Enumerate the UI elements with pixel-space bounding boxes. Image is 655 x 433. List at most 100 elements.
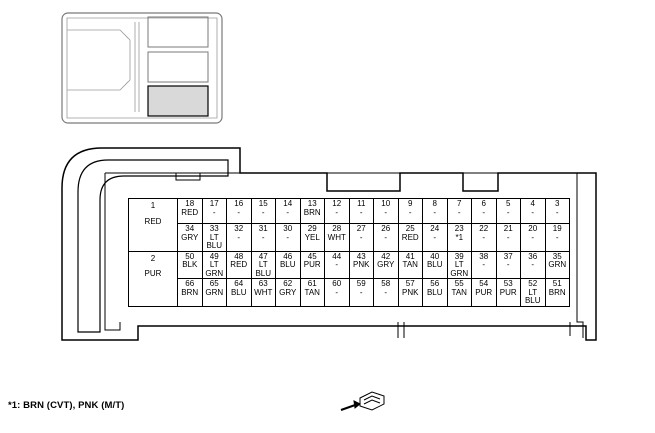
pin-number: 8 <box>432 199 437 208</box>
pin-cell: 14- <box>275 198 301 224</box>
pin-number: 41 <box>405 251 415 261</box>
wire-color: PNK <box>353 260 370 269</box>
pin-number: 31 <box>258 224 268 233</box>
location-overview <box>61 12 223 124</box>
wire-color: RED <box>144 216 162 226</box>
wire-color: - <box>433 232 437 242</box>
pin-number: 61 <box>307 279 317 288</box>
wire-color: - <box>335 260 339 269</box>
pin-cell: 31- <box>250 223 276 252</box>
pin-number: 32 <box>234 224 244 233</box>
pin-number: 49 <box>209 251 219 261</box>
wire-color: LT <box>258 260 268 269</box>
wire-color: - <box>506 232 510 242</box>
wire-color: - <box>457 207 461 217</box>
wire-color: - <box>555 207 559 217</box>
wire-color: TAN <box>402 260 418 269</box>
pin-number: 26 <box>381 224 391 233</box>
wire-color: - <box>433 207 437 217</box>
pin-cell: 38- <box>471 250 497 279</box>
wire-color: - <box>261 232 265 242</box>
wire-color: - <box>384 287 388 297</box>
wire-color: GRY <box>279 287 297 297</box>
pin-number: 54 <box>479 279 489 288</box>
pin-number: 37 <box>503 251 513 261</box>
pin-number: 13 <box>307 199 317 208</box>
pin-cell: 17- <box>201 198 227 224</box>
pin-number: 63 <box>258 279 268 288</box>
pin-cell: 58- <box>373 278 399 307</box>
pin-cell: 10- <box>373 198 399 224</box>
pin-number: 10 <box>381 199 391 208</box>
wire-color: GRN <box>548 260 567 269</box>
pin-number: 40 <box>430 251 440 261</box>
wire-color: RED <box>230 260 248 269</box>
pin-number: 60 <box>332 279 342 288</box>
wire-color: GRY <box>181 232 199 242</box>
connector-body <box>61 147 597 341</box>
wire-color: - <box>237 232 241 242</box>
pin-cell: 22- <box>471 223 497 252</box>
pin-cell: 20- <box>520 223 546 252</box>
wire-color: BLU <box>230 287 247 297</box>
pin-number: 39 <box>454 251 464 261</box>
pin-number: 22 <box>479 224 489 233</box>
pin-cell: 26- <box>373 223 399 252</box>
wire-color: - <box>555 232 559 242</box>
pin-number: 4 <box>530 199 535 208</box>
pin-number: 12 <box>332 199 342 208</box>
pin-number: 5 <box>506 199 511 208</box>
pin-number: 28 <box>332 224 342 233</box>
wire-color: RED <box>181 207 199 217</box>
wire-color: BLU <box>426 260 443 269</box>
pin-number: 11 <box>357 199 366 208</box>
wire-color: GRN <box>205 268 224 278</box>
wire-color: BLU <box>279 260 296 269</box>
wire-color: PUR <box>475 287 493 297</box>
pin-number: 25 <box>405 224 415 233</box>
pin-number: 14 <box>283 199 293 208</box>
wire-color: - <box>212 207 216 217</box>
pin-number: 1 <box>150 201 156 210</box>
wire-color: WHT <box>327 232 346 242</box>
wire-color: - <box>531 207 535 217</box>
pin-number: 18 <box>185 199 195 208</box>
wire-color: - <box>359 207 363 217</box>
pin-number: 42 <box>381 251 391 261</box>
wire-color: TAN <box>451 287 467 297</box>
pin-number: 55 <box>454 279 464 288</box>
pin-cell: 15- <box>250 198 276 224</box>
wire-color: - <box>506 260 510 269</box>
wire-color: PNK <box>402 287 419 297</box>
pin-cell: 21- <box>495 223 521 252</box>
pin-cell: 60- <box>324 278 350 307</box>
pin-number: 16 <box>234 199 244 208</box>
wire-color: BLU <box>255 268 272 278</box>
pin-number: 6 <box>481 199 486 208</box>
pin-cell: 44- <box>324 250 350 279</box>
pin-number: 2 <box>150 253 156 263</box>
wire-color: BLK <box>182 260 198 269</box>
wire-color: LT <box>454 260 464 269</box>
pin-number: 57 <box>405 279 415 288</box>
wire-color: BRN <box>548 287 566 297</box>
pin-cell: 6- <box>471 198 497 224</box>
pin-number: 48 <box>234 251 244 261</box>
